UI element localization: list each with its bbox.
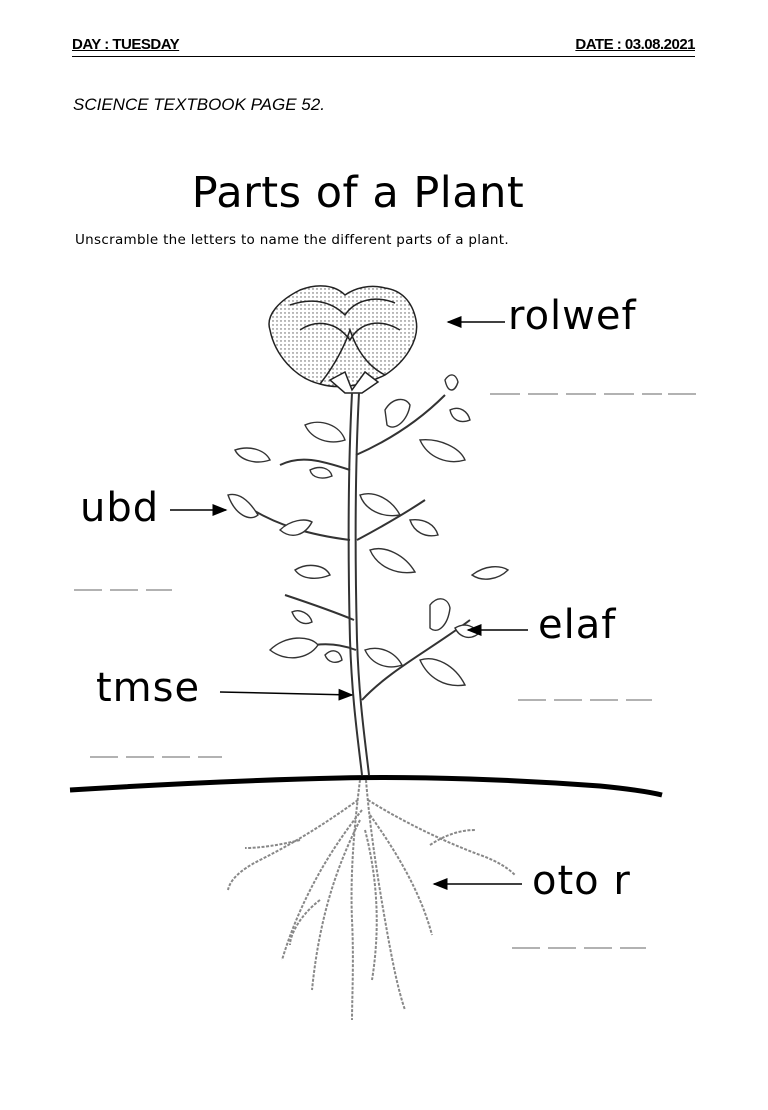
ground-line [69, 774, 663, 798]
page-header: DAY : TUESDAY DATE : 03.08.2021 [72, 36, 695, 57]
scrambled-word-bud: ubd [80, 485, 160, 531]
answer-blanks [74, 393, 696, 949]
leaves-drawing [227, 374, 510, 687]
flower-drawing [268, 285, 418, 394]
day-label: DAY : TUESDAY [72, 36, 180, 53]
stem-drawing [244, 392, 471, 776]
roots-drawing [227, 779, 516, 1021]
worksheet-title: Parts of a Plant [191, 168, 525, 218]
label-arrows [170, 316, 528, 890]
scrambled-word-leaf: elaf [538, 602, 617, 648]
scrambled-word-root: oto r [532, 858, 631, 904]
stem-arrow [219, 688, 354, 701]
worksheet-instructions: Unscramble the letters to name the diffe… [75, 232, 509, 248]
date-label: DATE : 03.08.2021 [575, 36, 695, 53]
scrambled-word-stem: tmse [96, 665, 201, 711]
worksheet-image: Parts of a Plant Unscramble the letters … [0, 150, 768, 1050]
scrambled-word-flower: rolwef [508, 293, 637, 339]
textbook-reference: SCIENCE TEXTBOOK PAGE 52. [73, 95, 325, 114]
